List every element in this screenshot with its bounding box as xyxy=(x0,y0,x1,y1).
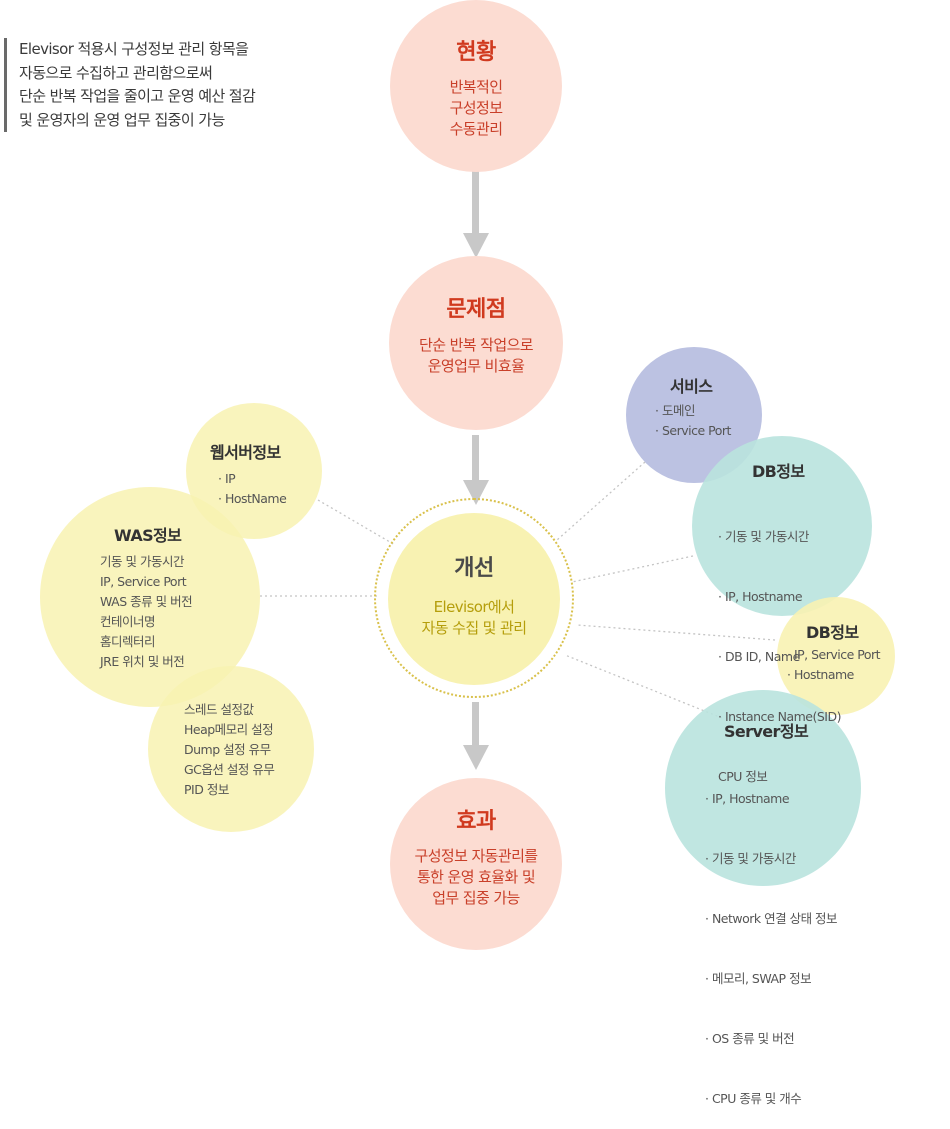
connector-db1 xyxy=(571,555,694,583)
problem-line: 운영업무 비효율 xyxy=(427,357,525,375)
db-info-items: · 기동 및 가동시간 · IP, Hostname · DB ID, Name… xyxy=(718,487,841,807)
list-item: 컨테이너명 xyxy=(100,614,156,629)
webserver-title: 웹서버정보 xyxy=(210,443,281,462)
down-arrow-icon xyxy=(463,745,489,770)
list-item: · HostName xyxy=(218,491,287,506)
effect-circle xyxy=(390,778,562,950)
list-item: JRE 위치 및 버전 xyxy=(100,654,185,669)
list-item: · Network 연결 상태 정보 xyxy=(705,911,838,926)
intro-text: Elevisor 적용시 구성정보 관리 항목을 자동으로 수집하고 관리함으로… xyxy=(4,38,349,132)
list-item: · IP, Service Port xyxy=(787,647,881,662)
intro-line: 단순 반복 작업을 줄이고 운영 예산 절감 xyxy=(19,87,256,105)
effect-line: 업무 집중 가능 xyxy=(432,889,520,907)
was-items: 기동 및 가동시간 IP, Service Port WAS 종류 및 버전 컨… xyxy=(100,552,193,672)
connector-webserver xyxy=(317,499,396,546)
diagram-background xyxy=(260,160,776,770)
list-item: · IP, Hostname xyxy=(718,589,803,604)
list-item: · 기동 및 가동시간 xyxy=(705,851,796,866)
list-item: 홈디렉터리 xyxy=(100,634,156,649)
list-item: PID 정보 xyxy=(184,782,229,797)
list-item: 스레드 설정값 xyxy=(184,702,254,717)
service-title: 서비스 xyxy=(670,377,713,396)
db-info-circle xyxy=(692,436,872,616)
status-line: 반복적인 xyxy=(449,78,503,96)
list-item: 기동 및 가동시간 xyxy=(100,554,184,569)
status-circle xyxy=(390,0,562,172)
effect-description: 구성정보 자동관리를 통한 운영 효율화 및 업무 집중 가능 xyxy=(390,846,562,909)
list-item: · Hostname xyxy=(787,667,854,682)
webserver-info-circle xyxy=(186,403,322,539)
list-item: Dump 설정 유무 xyxy=(184,742,271,757)
service-items: · 도메인 · Service Port xyxy=(655,401,731,441)
was-title: WAS정보 xyxy=(114,526,182,545)
status-line: 수동관리 xyxy=(449,120,503,138)
effect-line: 구성정보 자동관리를 xyxy=(414,847,539,865)
connector-server xyxy=(564,654,723,719)
db-brief-title: DB정보 xyxy=(806,623,859,642)
improvement-circle xyxy=(388,513,560,685)
list-item: · DB ID, Name xyxy=(718,649,800,664)
improvement-description: Elevisor에서 자동 수집 및 관리 xyxy=(388,597,560,639)
was-extra-items: 스레드 설정값 Heap메모리 설정 Dump 설정 유무 GC옵션 설정 유무… xyxy=(184,700,275,800)
improvement-outer-ring xyxy=(374,498,574,698)
improvement-line: 자동 수집 및 관리 xyxy=(421,619,528,637)
list-item: · 기동 및 가동시간 xyxy=(718,529,809,544)
list-item: CPU 정보 xyxy=(718,769,768,784)
webserver-items: · IP · HostName xyxy=(218,469,287,509)
problem-description: 단순 반복 작업으로 운영업무 비효율 xyxy=(389,335,563,377)
server-items: · IP, Hostname · 기동 및 가동시간 · Network 연결 … xyxy=(705,749,838,1129)
connector-lines xyxy=(260,461,776,719)
server-info-circle xyxy=(665,690,861,886)
problem-circle xyxy=(389,256,563,430)
list-item: GC옵션 설정 유무 xyxy=(184,762,275,777)
intro-line: 및 운영자의 운영 업무 집중이 가능 xyxy=(19,110,225,129)
db-info-title: DB정보 xyxy=(752,462,805,481)
list-item: · Service Port xyxy=(655,423,731,438)
effect-title: 효과 xyxy=(456,809,496,834)
list-item: · IP, Hostname xyxy=(705,791,790,806)
list-item: · 메모리, SWAP 정보 xyxy=(705,971,812,986)
list-item: · CPU 종류 및 개수 xyxy=(705,1091,802,1106)
status-line: 구성정보 xyxy=(449,99,503,117)
down-arrow-icon xyxy=(463,480,489,505)
effect-line: 통한 운영 효율화 및 xyxy=(416,868,536,886)
flow-arrows xyxy=(463,160,489,770)
list-item: WAS 종류 및 버전 xyxy=(100,594,193,609)
problem-title: 문제점 xyxy=(446,297,506,322)
list-item: Heap메모리 설정 xyxy=(184,722,274,737)
list-item: · OS 종류 및 버전 xyxy=(705,1031,795,1046)
connector-service xyxy=(556,461,646,541)
problem-line: 단순 반복 작업으로 xyxy=(419,336,534,354)
db-brief-items: · IP, Service Port · Hostname xyxy=(787,645,881,685)
status-title: 현황 xyxy=(456,40,496,65)
list-item: · Instance Name(SID) xyxy=(718,709,841,724)
intro-line: Elevisor 적용시 구성정보 관리 항목을 xyxy=(19,40,249,58)
down-arrow-icon xyxy=(463,233,489,258)
connector-db2 xyxy=(576,624,776,641)
improvement-line: Elevisor에서 xyxy=(433,598,515,616)
list-item: IP, Service Port xyxy=(100,574,187,589)
list-item: · IP xyxy=(218,471,236,486)
server-title: Server정보 xyxy=(724,722,809,741)
list-item: · 도메인 xyxy=(655,403,695,418)
status-description: 반복적인 구성정보 수동관리 xyxy=(390,77,562,140)
improvement-title: 개선 xyxy=(454,556,494,581)
intro-line: 자동으로 수집하고 관리함으로써 xyxy=(19,63,213,82)
